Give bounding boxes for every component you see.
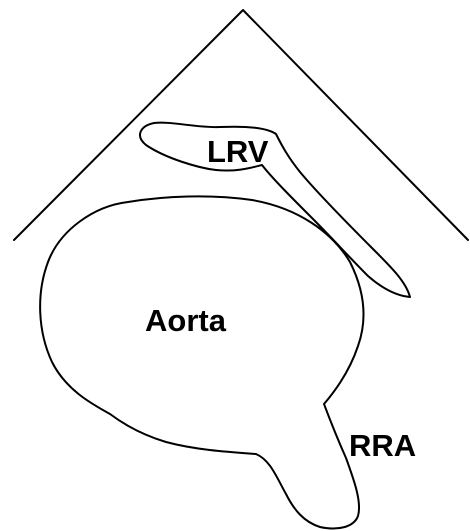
aorta-label: Aorta xyxy=(145,303,227,338)
ultrasound-sector-outline xyxy=(13,9,469,241)
rra-label: RRA xyxy=(349,428,416,463)
lrv-label: LRV xyxy=(207,134,269,169)
left-renal-vein-outline xyxy=(139,121,411,298)
aorta-outline xyxy=(39,195,365,530)
